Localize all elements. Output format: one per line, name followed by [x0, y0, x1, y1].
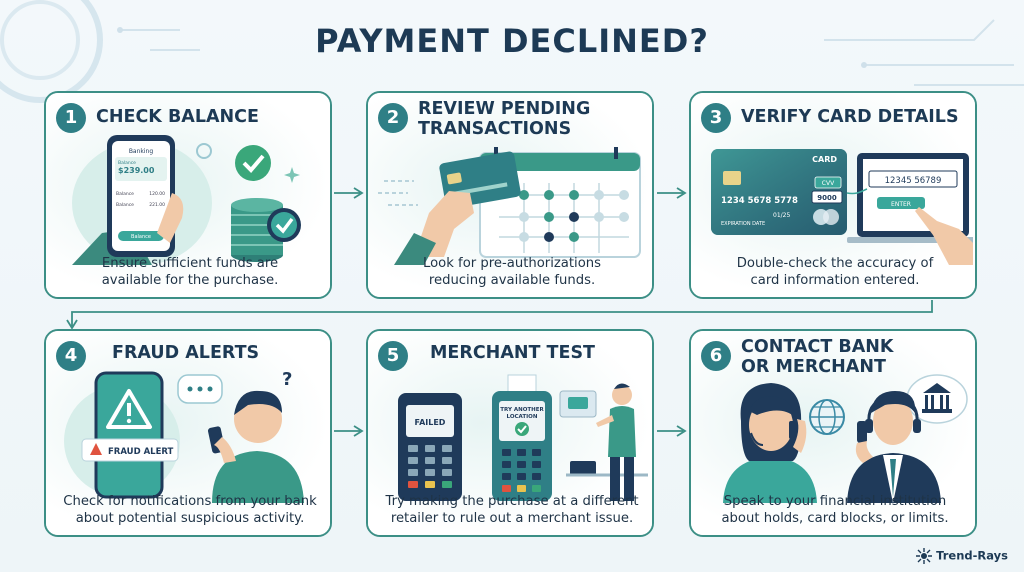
desc-line-2: about holds, card blocks, or limits. — [721, 511, 949, 526]
phone-header: Banking — [129, 148, 154, 155]
step-title: REVIEW PENDING TRANSACTIONS — [418, 99, 648, 139]
warning-icon — [106, 389, 152, 429]
fraud-alert-label: FRAUD ALERT — [108, 447, 174, 457]
step-description: Look for pre-authorizations reducing ava… — [380, 255, 644, 289]
step-card-verify-card: 3 VERIFY CARD DETAILS CARD 1234 5678 577… — [689, 91, 977, 299]
arrow-right-icon — [334, 425, 364, 437]
bank-icon — [906, 374, 968, 424]
phone-row1-value: 120.00 — [149, 191, 165, 197]
step-number-badge: 1 — [56, 103, 86, 133]
shop-counter-icon — [559, 390, 648, 477]
arrow-right-icon — [334, 187, 364, 199]
step-description: Ensure sufficient funds are available fo… — [58, 255, 322, 289]
step-title: MERCHANT TEST — [430, 343, 595, 363]
desc-line-2: retailer to rule out a merchant issue. — [390, 511, 634, 526]
desc-line-1: Try making the purchase at a different — [385, 494, 639, 509]
step-title: FRAUD ALERTS — [112, 343, 260, 363]
step-title: CHECK BALANCE — [96, 107, 259, 127]
worried-person-icon — [207, 390, 304, 503]
step-description: Double-check the accuracy of card inform… — [703, 255, 967, 289]
payment-terminal-failed-icon: FAILED — [398, 393, 462, 501]
step-description: Try making the purchase at a different r… — [380, 493, 644, 527]
phone-row1-label: Balance — [116, 191, 134, 197]
step-card-review-pending: 2 REVIEW PENDING TRANSACTIONS — [366, 91, 654, 299]
card-expiry: 01/25 — [773, 212, 790, 219]
desc-line-1: Look for pre-authorizations — [422, 256, 602, 271]
terminal-retry-line2: LOCATION — [507, 414, 538, 420]
circuit-decoration-left — [0, 0, 200, 103]
laptop-icon: 12345 56789 ENTER — [847, 153, 973, 243]
svg-text:?: ? — [282, 371, 292, 390]
phone-icon — [94, 371, 164, 499]
chat-bubble-icon — [177, 374, 223, 404]
contact-support-illustration — [723, 374, 968, 503]
step-title: CONTACT BANK OR MERCHANT — [741, 337, 971, 377]
coin-stack-icon — [231, 145, 301, 262]
step-number-badge: 6 — [701, 341, 731, 371]
row-connector-arrow — [66, 300, 933, 330]
step-description: Speak to your financial institution abou… — [703, 493, 967, 527]
balance-illustration: Banking Balance $239.00 Balance 120.00 B… — [72, 135, 301, 265]
card-cvv-label: CVV — [822, 180, 835, 187]
card-label: CARD — [812, 155, 837, 164]
calendar-card-illustration — [378, 147, 641, 265]
screen-input-value: 12345 56789 — [885, 176, 942, 186]
phone-button: Balance — [131, 234, 151, 240]
circuit-decoration-right — [824, 19, 1024, 86]
desc-line-2: card information entered. — [750, 273, 920, 288]
desc-line-1: Check for notifications from your bank — [63, 494, 317, 509]
card-verification-illustration: CARD 1234 5678 5778 01/25 EXPIRATION DAT… — [711, 149, 973, 265]
title-line-2: TRANSACTIONS — [418, 119, 572, 139]
step-card-check-balance: 1 CHECK BALANCE Banking Balance $239.00 … — [44, 91, 332, 299]
title-line-1: CONTACT BANK — [741, 337, 894, 357]
phone-balance-label: Balance — [118, 160, 136, 166]
desc-line-2: reducing available funds. — [428, 273, 596, 288]
fraud-alert-illustration: FRAUD ALERT ? — [64, 371, 304, 503]
terminal-retry-line1: TRY ANOTHER — [500, 407, 544, 413]
terminal-failed-text: FAILED — [415, 418, 446, 427]
screen-enter-button: ENTER — [891, 201, 911, 208]
page-title: PAYMENT DECLINED? — [315, 22, 709, 60]
step-title: VERIFY CARD DETAILS — [741, 107, 959, 127]
support-agent-man-icon — [847, 391, 941, 503]
phone-row2-label: Balance — [116, 202, 134, 208]
card-expiry-label: EXPIRATION DATE — [721, 221, 765, 227]
arrow-right-icon — [657, 187, 687, 199]
step-number-badge: 3 — [701, 103, 731, 133]
card-number: 1234 5678 5778 — [721, 196, 798, 206]
globe-icon — [809, 399, 845, 435]
trend-rays-logo-icon — [916, 548, 933, 564]
step-description: Check for notifications from your bank a… — [58, 493, 322, 527]
title-line-2: OR MERCHANT — [741, 357, 886, 377]
step-number-badge: 5 — [378, 341, 408, 371]
step-number-badge: 2 — [378, 103, 408, 133]
step-number-badge: 4 — [56, 341, 86, 371]
payment-terminal-retry-icon: TRY ANOTHER LOCATION — [492, 374, 552, 501]
step-card-contact-bank: 6 CONTACT BANK OR MERCHANT — [689, 329, 977, 537]
brand-logo: Trend-Rays — [916, 548, 1008, 564]
phone-row2-value: 221.00 — [149, 202, 165, 208]
credit-card-icon: CARD 1234 5678 5778 01/25 EXPIRATION DAT… — [711, 149, 847, 235]
step-card-merchant-test: 5 MERCHANT TEST FAILED TRY ANOTHER LOCAT… — [366, 329, 654, 537]
card-cvv-value: 9000 — [817, 194, 837, 202]
arrow-right-icon — [657, 425, 687, 437]
brand-name: Trend-Rays — [936, 548, 1008, 563]
desc-line-2: about potential suspicious activity. — [75, 511, 305, 526]
phone-balance-amount: $239.00 — [118, 166, 155, 175]
merchant-terminal-illustration: FAILED TRY ANOTHER LOCATION — [398, 374, 648, 501]
desc-line-2: available for the purchase. — [101, 273, 279, 288]
support-agent-woman-icon — [723, 383, 817, 503]
desc-line-1: Speak to your financial institution — [723, 494, 947, 509]
person-icon — [596, 383, 636, 501]
title-line-1: REVIEW PENDING — [418, 99, 591, 119]
desc-line-1: Ensure sufficient funds are — [101, 256, 279, 271]
step-card-fraud-alerts: 4 FRAUD ALERTS FRAUD ALERT ? Check for n… — [44, 329, 332, 537]
desc-line-1: Double-check the accuracy of — [736, 256, 934, 271]
